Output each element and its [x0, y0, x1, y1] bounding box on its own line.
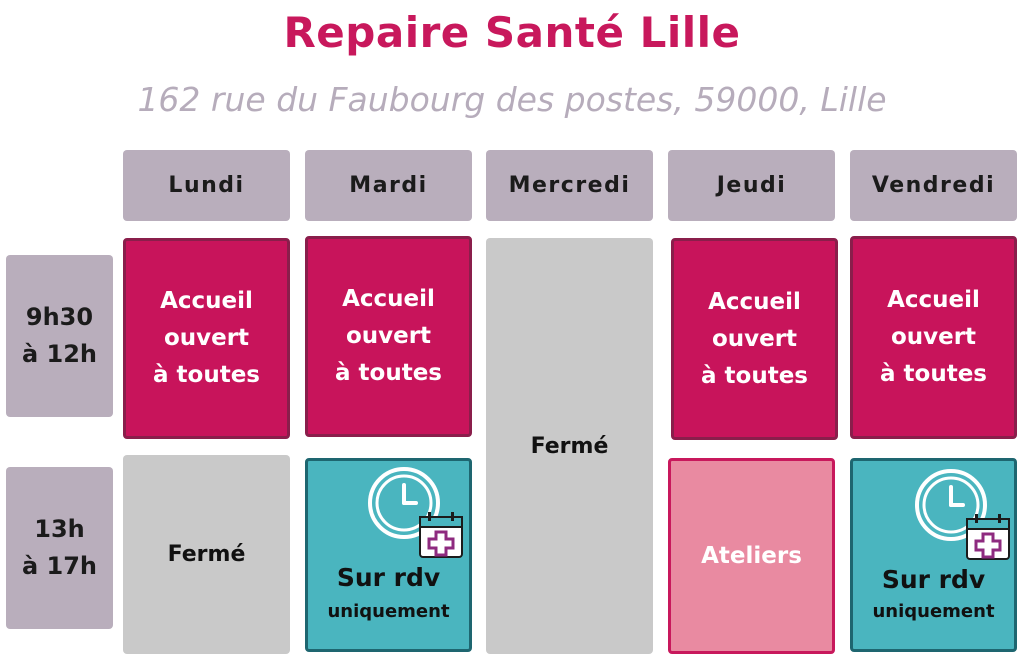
time-label-afternoon: 13h à 17h — [6, 467, 113, 629]
page-title: Repaire Santé Lille — [283, 8, 741, 57]
slot-lundi-afternoon: Fermé — [123, 455, 290, 654]
address: 162 rue du Faubourg des postes, 59000, L… — [137, 80, 887, 119]
rdv-subtitle: uniquement — [872, 601, 995, 622]
slot-mardi-morning: Accueil ouvert à toutes — [305, 236, 472, 437]
clock-calendar-medical-icon — [368, 467, 463, 558]
day-header-jeudi: Jeudi — [668, 150, 835, 221]
slot-vendredi-morning: Accueil ouvert à toutes — [850, 236, 1017, 439]
rdv-subtitle: uniquement — [327, 601, 450, 622]
slot-lundi-morning: Accueil ouvert à toutes — [123, 238, 290, 439]
slot-jeudi-morning: Accueil ouvert à toutes — [671, 238, 838, 440]
day-header-lundi: Lundi — [123, 150, 290, 221]
day-header-mardi: Mardi — [305, 150, 472, 221]
slot-mercredi-closed: Fermé — [486, 238, 653, 654]
slot-mardi-afternoon: Sur rdv uniquement — [305, 458, 472, 652]
clock-calendar-medical-icon — [915, 469, 1010, 560]
time-label-morning: 9h30 à 12h — [6, 255, 113, 417]
rdv-title: Sur rdv — [336, 563, 441, 592]
day-header-vendredi: Vendredi — [850, 150, 1017, 221]
day-header-mercredi: Mercredi — [486, 150, 653, 221]
rdv-title: Sur rdv — [881, 565, 986, 594]
slot-vendredi-afternoon: Sur rdv uniquement — [850, 458, 1017, 652]
slot-jeudi-afternoon: Ateliers — [668, 458, 835, 654]
